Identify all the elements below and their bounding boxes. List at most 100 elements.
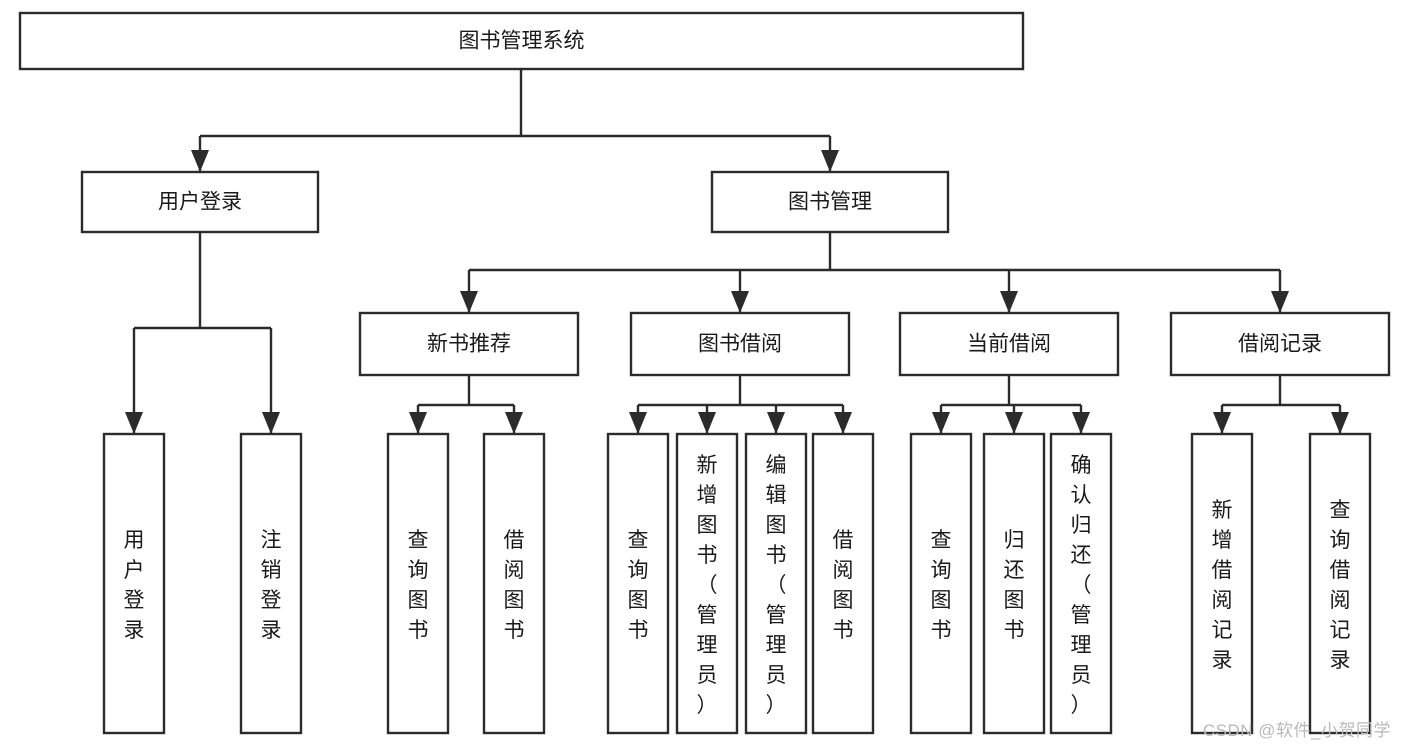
node-leaf-rec-1[interactable]: 新增借阅记录	[1190, 432, 1254, 735]
edges-layer	[125, 69, 1349, 434]
node-label: 新书推荐	[427, 333, 511, 356]
node-label: 图书借阅	[698, 333, 782, 356]
node-leaf-borrow-4[interactable]: 借阅图书	[811, 432, 875, 735]
node-leaf-borrow-2[interactable]: 新增图书（管理员）	[675, 432, 739, 735]
connector-to-newbook	[460, 270, 478, 313]
node-leaf-cur-1[interactable]: 查询图书	[909, 432, 973, 735]
node-box[interactable]	[18, 11, 1025, 71]
connector-to-leaf-borrow-1	[629, 405, 647, 434]
arrowhead-leaf-login-2	[262, 412, 280, 434]
arrowhead-leaf-new-2	[505, 412, 523, 434]
node-label: 确认归还（管理员）	[1071, 454, 1092, 717]
arrowhead-newbook	[460, 291, 478, 313]
connector-to-leaf-cur-1	[932, 405, 950, 434]
node-leaf-cur-2[interactable]: 归还图书	[982, 432, 1046, 735]
node-label: 当前借阅	[967, 333, 1051, 356]
node-bookmgmt[interactable]: 图书管理	[710, 170, 950, 234]
node-label: 用户登录	[124, 529, 145, 642]
node-label: 用户登录	[158, 191, 242, 214]
connector-to-bookmgmt	[821, 136, 839, 172]
connector-to-leaf-rec-2	[1331, 405, 1349, 434]
node-box[interactable]	[1308, 432, 1372, 735]
node-leaf-new-2[interactable]: 借阅图书	[482, 432, 546, 735]
connector-bus-newbook	[418, 375, 514, 407]
connector-to-leaf-cur-2	[1005, 405, 1023, 434]
arrowhead-leaf-borrow-3	[767, 412, 785, 434]
node-record[interactable]: 借阅记录	[1169, 311, 1391, 377]
connector-to-current	[1000, 270, 1018, 313]
node-label: 新增借阅记录	[1212, 499, 1233, 672]
node-box[interactable]	[909, 432, 973, 735]
connector-to-leaf-borrow-4	[834, 405, 852, 434]
connector-to-leaf-borrow-3	[767, 405, 785, 434]
node-box[interactable]	[102, 432, 166, 735]
node-box[interactable]	[982, 432, 1046, 735]
connector-bus-bookmgmt	[469, 232, 1280, 272]
node-box[interactable]	[482, 432, 546, 735]
node-label: 编辑图书（管理员）	[766, 454, 787, 717]
node-leaf-borrow-3[interactable]: 编辑图书（管理员）	[744, 432, 808, 735]
node-leaf-rec-2[interactable]: 查询借阅记录	[1308, 432, 1372, 735]
node-leaf-borrow-1[interactable]: 查询图书	[606, 432, 670, 735]
node-newbook[interactable]: 新书推荐	[358, 311, 580, 377]
node-label: 新增图书（管理员）	[697, 454, 718, 717]
connector-bus-record	[1222, 375, 1340, 407]
node-box[interactable]	[811, 432, 875, 735]
node-label: 借阅记录	[1238, 333, 1322, 356]
node-current[interactable]: 当前借阅	[898, 311, 1120, 377]
connector-bus-root	[200, 69, 830, 138]
node-login[interactable]: 用户登录	[80, 170, 320, 234]
arrowhead-leaf-cur-3	[1072, 412, 1090, 434]
node-box[interactable]	[744, 432, 808, 735]
node-box[interactable]	[675, 432, 739, 735]
arrowhead-leaf-rec-1	[1213, 412, 1231, 434]
node-box[interactable]	[629, 311, 851, 377]
node-box[interactable]	[80, 170, 320, 234]
node-label: 注销登录	[261, 529, 282, 642]
node-box[interactable]	[898, 311, 1120, 377]
node-leaf-login-2[interactable]: 注销登录	[239, 432, 303, 735]
node-box[interactable]	[1190, 432, 1254, 735]
node-box[interactable]	[1169, 311, 1391, 377]
nodes-layer: 图书管理系统用户登录图书管理新书推荐图书借阅当前借阅借阅记录用户登录注销登录查询…	[18, 11, 1391, 735]
node-box[interactable]	[239, 432, 303, 735]
connector-to-leaf-new-1	[409, 405, 427, 434]
node-label: 查询图书	[408, 529, 429, 642]
node-label: 查询借阅记录	[1330, 499, 1351, 672]
node-box[interactable]	[386, 432, 450, 735]
node-label: 借阅图书	[833, 529, 854, 642]
node-root[interactable]: 图书管理系统	[18, 11, 1025, 71]
connector-bus-borrow	[638, 375, 843, 407]
connector-to-leaf-new-2	[505, 405, 523, 434]
node-leaf-new-1[interactable]: 查询图书	[386, 432, 450, 735]
node-borrow[interactable]: 图书借阅	[629, 311, 851, 377]
node-box[interactable]	[710, 170, 950, 234]
connector-to-borrow	[731, 270, 749, 313]
node-box[interactable]	[1049, 432, 1113, 735]
connector-to-leaf-login-2	[262, 328, 280, 434]
arrowhead-leaf-new-1	[409, 412, 427, 434]
node-label: 归还图书	[1004, 529, 1025, 642]
arrowhead-leaf-borrow-2	[698, 412, 716, 434]
arrowhead-current	[1000, 291, 1018, 313]
arrowhead-leaf-rec-2	[1331, 412, 1349, 434]
connector-to-leaf-borrow-2	[698, 405, 716, 434]
connector-to-leaf-cur-3	[1072, 405, 1090, 434]
node-box[interactable]	[606, 432, 670, 735]
arrowhead-login	[191, 150, 209, 172]
node-label: 查询图书	[628, 529, 649, 642]
node-label: 图书管理	[788, 191, 872, 214]
node-leaf-login-1[interactable]: 用户登录	[102, 432, 166, 735]
node-leaf-cur-3[interactable]: 确认归还（管理员）	[1049, 432, 1113, 735]
connector-to-leaf-login-1	[125, 328, 143, 434]
connector-to-record	[1271, 270, 1289, 313]
csdn-watermark: CSDN @软件_小贺同学	[1202, 721, 1391, 740]
arrowhead-leaf-cur-2	[1005, 412, 1023, 434]
node-box[interactable]	[358, 311, 580, 377]
arrowhead-leaf-login-1	[125, 412, 143, 434]
arrowhead-leaf-borrow-4	[834, 412, 852, 434]
arrowhead-bookmgmt	[821, 150, 839, 172]
arrowhead-leaf-borrow-1	[629, 412, 647, 434]
